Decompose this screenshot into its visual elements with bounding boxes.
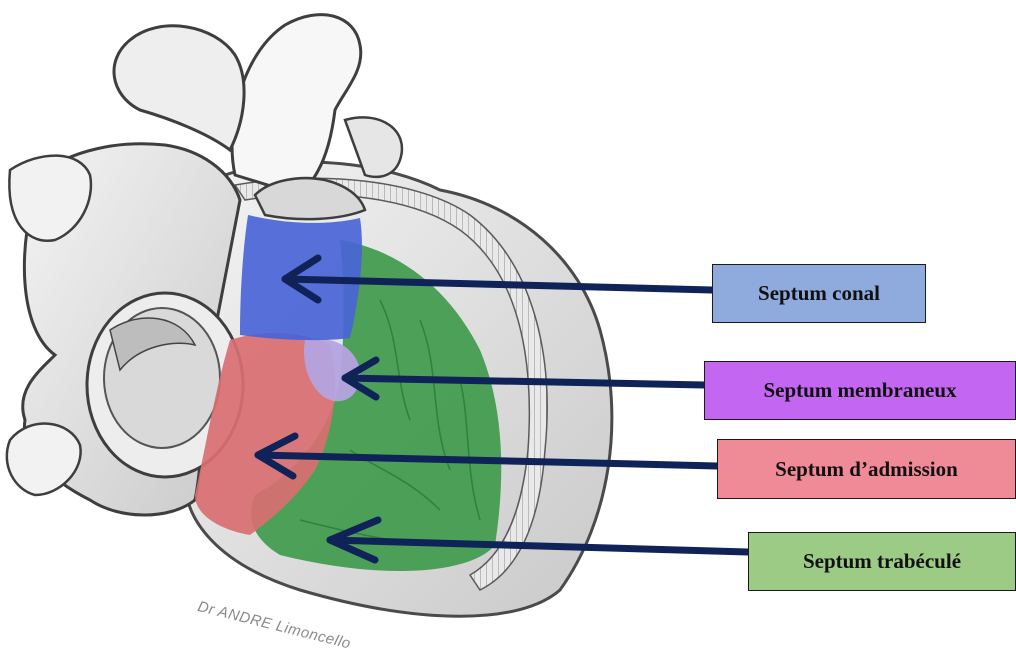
label-septum-membraneux-text: Septum membraneux (763, 378, 956, 403)
label-septum-admission-text: Septum d’admission (775, 457, 958, 482)
label-septum-conal: Septum conal (712, 264, 926, 323)
label-septum-conal-text: Septum conal (758, 281, 880, 306)
label-septum-trabecule: Septum trabéculé (748, 532, 1016, 591)
pulmonary-trunk (114, 26, 244, 150)
label-septum-membraneux: Septum membraneux (704, 361, 1016, 420)
label-septum-trabecule-text: Septum trabéculé (803, 549, 961, 574)
label-septum-admission: Septum d’admission (717, 439, 1016, 499)
